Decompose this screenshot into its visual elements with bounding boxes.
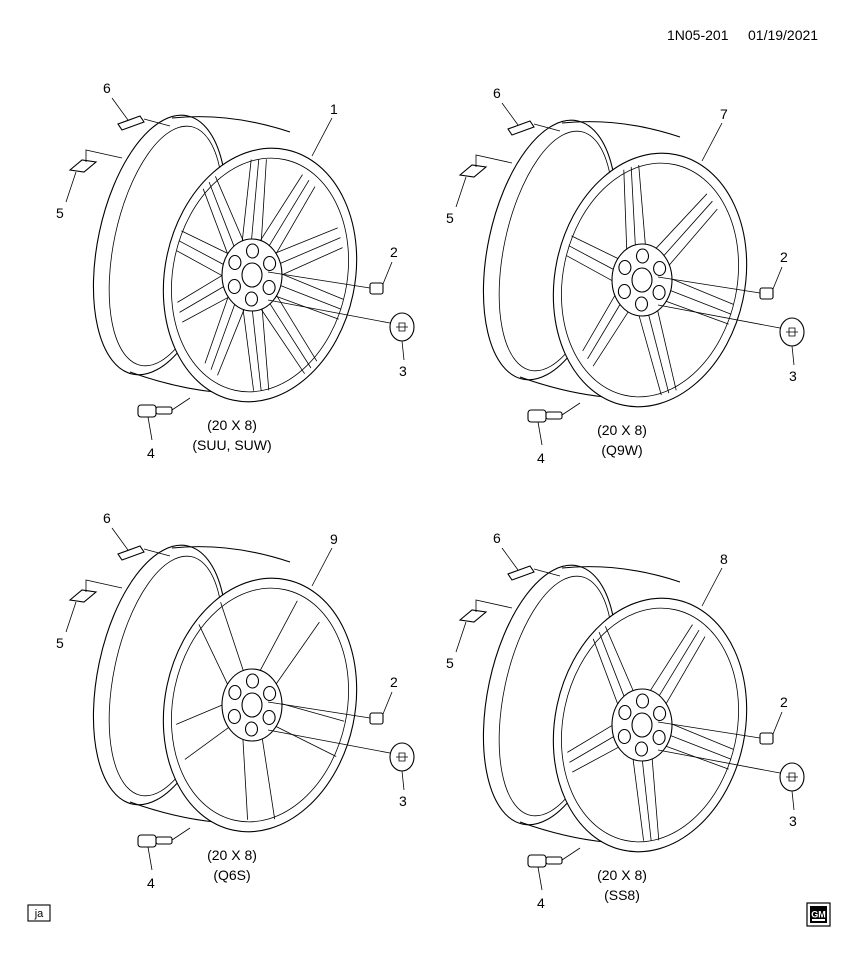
wheel-part-number: 8 <box>720 551 728 567</box>
wheel-option-codes: (Q9W) <box>601 442 642 458</box>
tpms-valve-label: 4 <box>537 450 545 466</box>
diagram-date: 01/19/2021 <box>748 27 818 43</box>
center-cap-label: 3 <box>399 363 407 379</box>
center-cap-label: 3 <box>789 813 797 829</box>
tpms-valve <box>137 404 173 418</box>
wheel-size-caption: (20 X 8) <box>207 417 257 433</box>
wheel-weight <box>117 115 145 131</box>
lug-nut-label: 2 <box>780 694 788 710</box>
wheel-size-caption: (20 X 8) <box>597 422 647 438</box>
wheel-weight <box>507 565 535 581</box>
wheel-assembly-8: 8 2 3 6 5 4 (20 X 8) (SS8) <box>446 530 805 911</box>
wheel-size-caption: (20 X 8) <box>207 847 257 863</box>
lug-nut <box>369 712 384 725</box>
wheel-option-codes: (Q6S) <box>213 867 250 883</box>
wheel-face <box>162 577 358 833</box>
center-cap <box>389 742 415 772</box>
center-cap-label: 3 <box>399 793 407 809</box>
balance-tape-label: 5 <box>446 655 454 671</box>
wheel-spokes <box>176 600 345 820</box>
wheel-face <box>162 147 358 403</box>
wheel-face <box>552 152 748 408</box>
wheel-face <box>552 597 748 853</box>
wheel-hub <box>611 243 673 317</box>
wheel-part-number: 7 <box>720 106 728 122</box>
center-cap <box>389 312 415 342</box>
wheel-assembly-1: 1 2 3 6 5 4 (20 X 8) (SUU, SUW) <box>56 80 415 461</box>
gm-logo: GM <box>806 902 831 927</box>
tpms-valve-label: 4 <box>537 895 545 911</box>
balance-tape <box>458 609 488 623</box>
balance-tape <box>68 159 98 173</box>
wheel-hub <box>221 668 283 742</box>
diagram-code: 1N05-201 <box>667 27 729 43</box>
tpms-valve <box>527 854 563 868</box>
wheel-weight-label: 6 <box>493 530 501 546</box>
wheel-part-number: 1 <box>330 101 338 117</box>
wheel-size-caption: (20 X 8) <box>597 867 647 883</box>
tpms-valve-label: 4 <box>147 875 155 891</box>
wheel-assembly-7: 7 2 3 6 5 4 (20 X 8) (Q9W) <box>446 85 805 466</box>
lug-nut <box>759 732 774 745</box>
wheel-option-codes: (SS8) <box>604 887 640 903</box>
tpms-valve-label: 4 <box>147 445 155 461</box>
wheel-spokes <box>176 158 344 392</box>
wheel-weight <box>507 120 535 136</box>
balance-tape-label: 5 <box>56 635 64 651</box>
wheel-part-number: 9 <box>330 531 338 547</box>
balance-tape-label: 5 <box>56 205 64 221</box>
balance-tape <box>68 589 98 603</box>
lug-nut <box>369 282 384 295</box>
lug-nut-label: 2 <box>780 249 788 265</box>
balance-tape <box>458 164 488 178</box>
wheel-weight <box>117 545 145 561</box>
wheel-hub <box>611 688 673 762</box>
lug-nut <box>759 287 774 300</box>
wheel-spokes <box>566 164 734 396</box>
balance-tape-label: 5 <box>446 210 454 226</box>
wheel-assembly-9: 9 2 3 6 5 4 (20 X 8) (Q6S) <box>56 510 415 891</box>
center-cap-label: 3 <box>789 368 797 384</box>
illustrator-tag-text: ja <box>34 908 44 920</box>
wheel-option-codes: (SUU, SUW) <box>192 437 271 453</box>
lug-nut-label: 2 <box>390 244 398 260</box>
center-cap <box>779 762 805 792</box>
wheel-weight-label: 6 <box>493 85 501 101</box>
tpms-valve <box>137 834 173 848</box>
tpms-valve <box>527 409 563 423</box>
lug-nut-label: 2 <box>390 674 398 690</box>
wheel-hub <box>221 238 283 312</box>
gm-logo-text: GM <box>811 910 826 920</box>
center-cap <box>779 317 805 347</box>
illustrator-tag: ja <box>27 904 51 922</box>
wheel-weight-label: 6 <box>103 510 111 526</box>
wheel-weight-label: 6 <box>103 80 111 96</box>
